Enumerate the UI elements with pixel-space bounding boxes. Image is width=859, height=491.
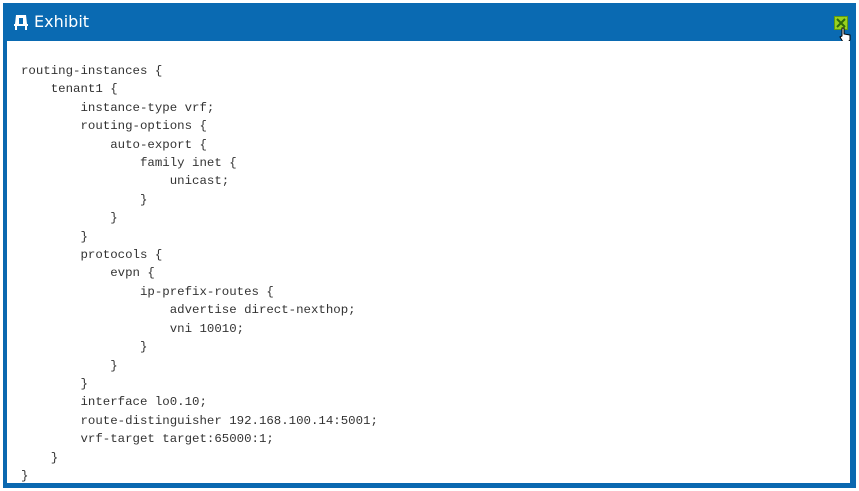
exhibit-chair-icon [13, 14, 29, 30]
window-title: Exhibit [34, 12, 90, 31]
exhibit-content: routing-instances { tenant1 { instance-t… [7, 41, 850, 483]
exhibit-window: Exhibit routing-instances { tenant1 { in… [3, 3, 856, 488]
title-bar[interactable]: Exhibit [3, 3, 856, 43]
close-button[interactable] [834, 16, 848, 30]
background-edge [0, 0, 5, 491]
config-code-block: routing-instances { tenant1 { instance-t… [21, 64, 378, 483]
close-x-icon [836, 18, 846, 28]
